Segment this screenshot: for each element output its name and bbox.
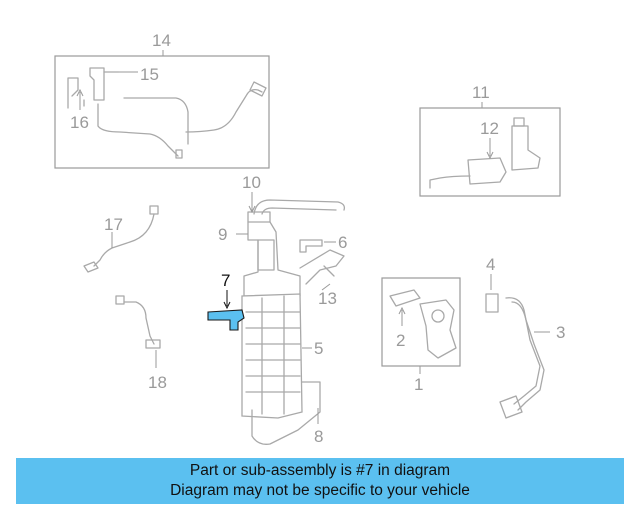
callout-9: 9: [218, 225, 227, 244]
part-3-4-hose: [485, 274, 550, 419]
callout-15: 15: [140, 65, 159, 84]
callout-13: 13: [318, 289, 337, 308]
assembly-14-box: [54, 50, 270, 169]
callout-17: 17: [104, 215, 123, 234]
assembly-11-box: [419, 102, 561, 197]
canister-assembly: [236, 192, 346, 445]
callout-18: 18: [148, 373, 167, 392]
part-17-sensor: [83, 205, 159, 273]
callout-1: 1: [414, 375, 423, 394]
callout-5: 5: [314, 339, 323, 358]
callout-6: 6: [338, 233, 347, 252]
assembly-1-box: [381, 277, 461, 374]
callout-14: 14: [152, 31, 171, 50]
callout-12: 12: [480, 119, 499, 138]
banner-line-2: Diagram may not be specific to your vehi…: [170, 482, 470, 499]
callout-11: 11: [472, 83, 490, 102]
callout-4: 4: [486, 255, 495, 274]
banner-line-1: Part or sub-assembly is #7 in diagram: [189, 462, 451, 479]
part-7-shape[interactable]: [207, 309, 245, 331]
callout-3: 3: [556, 323, 565, 342]
part-18-sensor: [115, 295, 161, 368]
callout-8: 8: [314, 427, 323, 446]
callout-7[interactable]: 7: [221, 271, 230, 290]
part-7-highlight[interactable]: [207, 290, 245, 331]
callout-10: 10: [242, 173, 261, 192]
callout-2: 2: [396, 331, 405, 350]
callout-16: 16: [70, 113, 89, 132]
info-banner: Part or sub-assembly is #7 in diagram Di…: [16, 458, 624, 504]
